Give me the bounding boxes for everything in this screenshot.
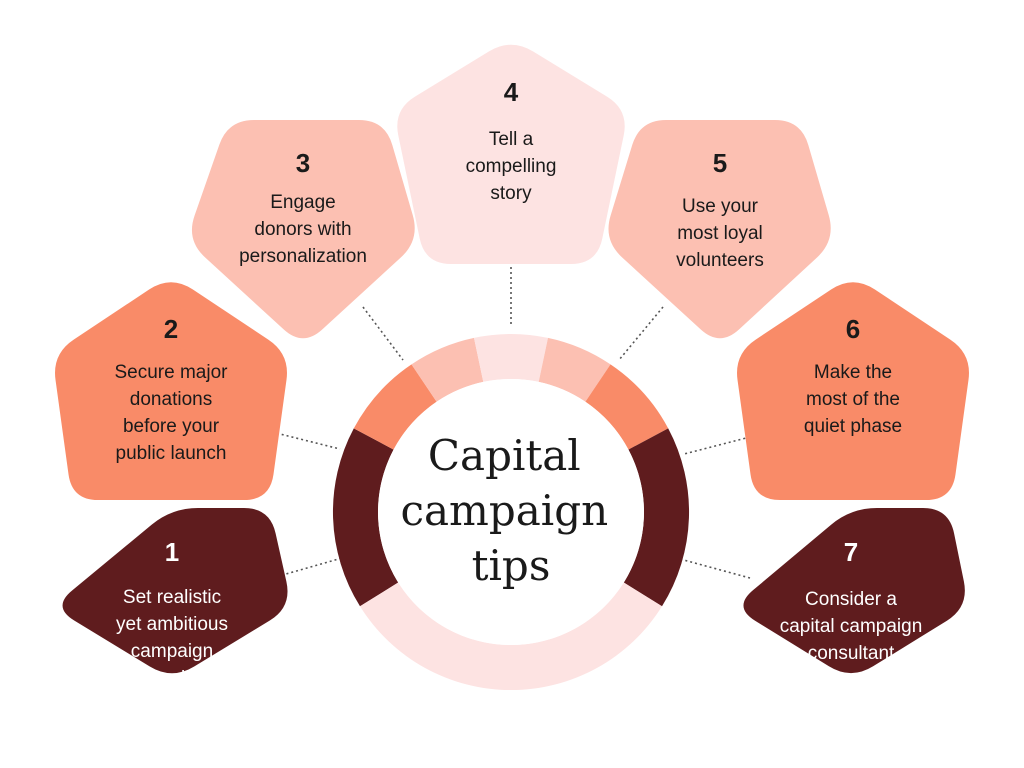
- connector-line-7: [679, 558, 751, 579]
- ring-segment-2: [353, 364, 437, 450]
- tip-5-text-line-3: volunteers: [676, 250, 764, 271]
- tip-3-pentagon: [191, 120, 415, 339]
- tip-7-number: 7: [844, 537, 858, 567]
- center-ring: [332, 334, 690, 691]
- tip-6-text-line-2: most of the: [806, 389, 900, 410]
- tip-3-number: 3: [296, 148, 310, 178]
- ring-segment-5: [538, 337, 611, 402]
- tip-4-pentagon: [397, 44, 625, 264]
- ring-segment-4: [474, 334, 548, 382]
- tip-5-text-line-2: most loyal: [677, 223, 763, 244]
- ring-segment-6: [585, 364, 669, 450]
- tip-6-text-line-1: Make the: [814, 362, 892, 383]
- tip-2-pentagon: [55, 282, 287, 500]
- tip-1-pentagon: [62, 508, 288, 674]
- connector-line-1: [271, 557, 343, 579]
- tip-2-text-line-3: before your: [123, 416, 220, 437]
- tip-4-text-line-3: story: [490, 183, 532, 204]
- tip-2-number: 2: [164, 314, 178, 344]
- connector-line-5: [618, 306, 664, 361]
- tip-2-text-line-4: public launch: [116, 443, 227, 464]
- connector-lines: [271, 262, 751, 579]
- tip-4-text-line-2: compelling: [466, 156, 557, 177]
- tip-4-number: 4: [504, 77, 519, 107]
- center-title: Capital campaign tips: [400, 431, 621, 590]
- tip-7-pentagon: [743, 508, 965, 674]
- tip-7-text-line-1: Consider a: [805, 589, 897, 610]
- tip-1-text-line-4: goals: [149, 668, 194, 689]
- tip-6-text-line-3: quiet phase: [804, 416, 902, 437]
- tip-5-text-line-1: Use your: [682, 196, 759, 217]
- tip-6-pentagon: [737, 282, 969, 500]
- tip-4-text-line-1: Tell a: [489, 129, 534, 150]
- connector-line-6: [683, 436, 751, 455]
- ring-segment-3: [411, 337, 484, 402]
- ring-segment-7: [623, 428, 690, 607]
- tip-2-text-line-1: Secure major: [115, 362, 229, 383]
- center-title-line-1: Capital: [428, 431, 581, 480]
- connector-line-2: [271, 431, 341, 450]
- tip-5-number: 5: [713, 148, 727, 178]
- center-disc: [378, 379, 644, 645]
- tip-1-text-line-3: campaign: [131, 641, 213, 662]
- tip-1-text-line-1: Set realistic: [123, 587, 221, 608]
- center-title-line-2: campaign: [400, 486, 608, 535]
- tip-7-text-line-2: capital campaign: [780, 616, 923, 637]
- tip-1-text-line-2: yet ambitious: [116, 614, 228, 635]
- tip-1-number: 1: [165, 537, 179, 567]
- tip-5-pentagon: [608, 120, 831, 339]
- connector-line-3: [362, 306, 404, 361]
- tip-2-text-line-2: donations: [130, 389, 212, 410]
- tip-6-number: 6: [846, 314, 860, 344]
- tip-3-text-line-2: donors with: [254, 219, 351, 240]
- center-title-line-3: tips: [472, 541, 551, 590]
- tip-7-text-line-3: consultant: [808, 643, 895, 664]
- tip-3-text-line-3: personalization: [239, 246, 367, 267]
- tip-3-text-line-1: Engage: [270, 192, 336, 213]
- ring-segment-1: [332, 428, 399, 607]
- ring-segment-base: [360, 582, 662, 691]
